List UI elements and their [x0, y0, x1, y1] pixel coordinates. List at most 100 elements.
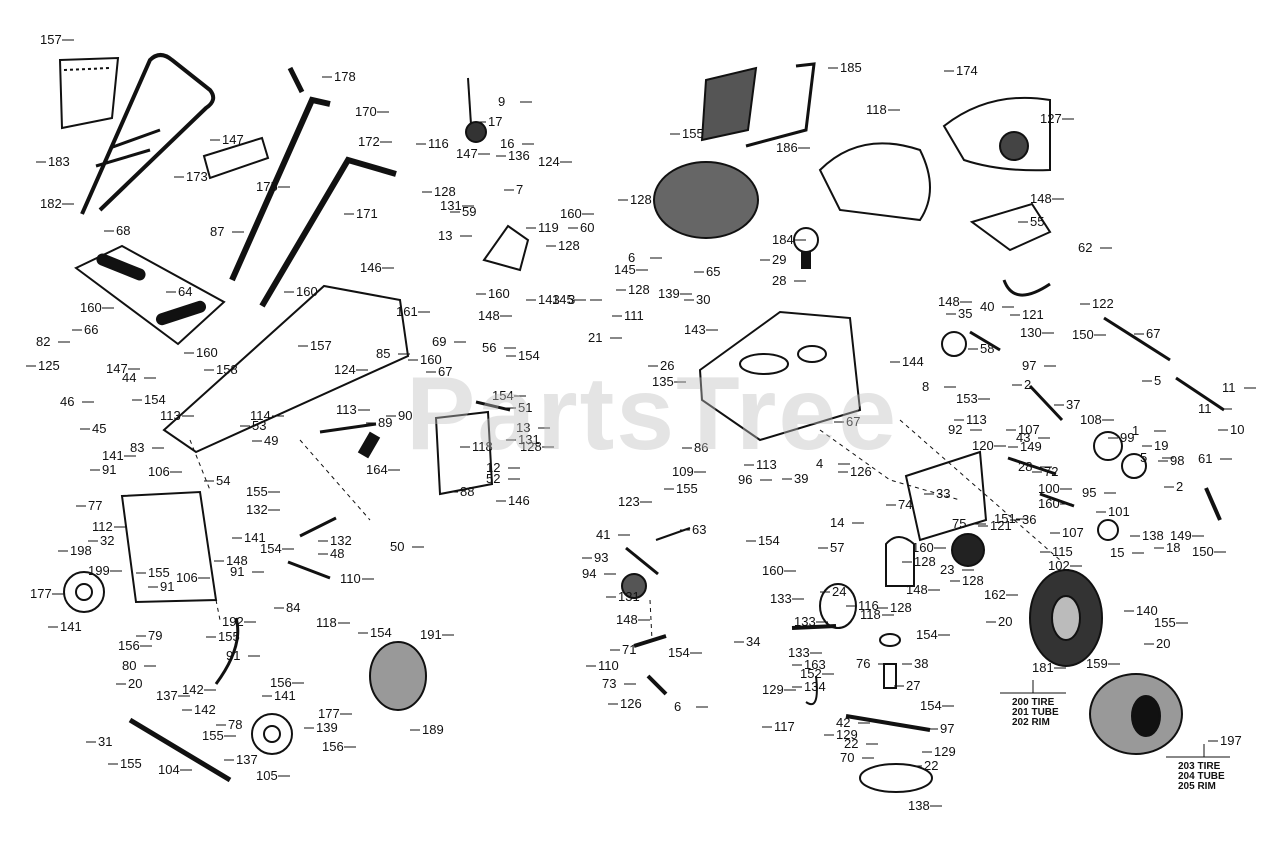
callout-label: 199 — [88, 563, 110, 578]
callout-label: 87 — [210, 224, 224, 239]
callout-label: 138 — [908, 798, 930, 813]
callout-label: 27 — [906, 678, 920, 693]
wheel-spec-right-line-2: 204 TUBE — [1178, 771, 1225, 782]
callout-label: 13 — [438, 228, 452, 243]
lever-59-shape — [482, 224, 530, 272]
callout-label: 152 — [800, 666, 822, 681]
sprocket-61-shape — [1204, 487, 1222, 521]
callout-label: 11 — [1222, 380, 1236, 395]
callout-label: 116 — [428, 136, 449, 151]
callout-label: 73 — [602, 676, 616, 691]
callout-label: 185 — [840, 60, 862, 75]
guide-1 — [189, 439, 211, 491]
callout-label: 181 — [1032, 660, 1054, 675]
link-163-shape — [791, 624, 837, 630]
callout-label: 109 — [672, 464, 694, 479]
callout-label: 9 — [498, 94, 505, 109]
callout-label: 113 — [336, 402, 357, 417]
callout-label: 128 — [630, 192, 652, 207]
wheel-spec-right: 203 TIRE 204 TUBE 205 RIM — [1166, 744, 1230, 792]
callout-label: 177 — [30, 586, 52, 601]
callout-label: 149 — [1020, 439, 1042, 454]
callout-label: 124 — [538, 154, 560, 169]
seat-spring-shape — [1002, 279, 1051, 297]
callout-label: 28 — [1018, 459, 1032, 474]
callout-label: 155 — [202, 728, 224, 743]
bracket-41-shape — [625, 546, 659, 576]
callout-label: 55 — [1030, 214, 1044, 229]
callout-label: 160 — [912, 540, 934, 555]
wheel-spec-left-line-3: 202 RIM — [1012, 717, 1050, 728]
callout-label: 28 — [772, 273, 786, 288]
callout-label: 137 — [236, 752, 258, 767]
callout-label: 118 — [316, 615, 337, 630]
rod-170-shape — [229, 96, 331, 282]
seat-65-shape — [942, 96, 1051, 172]
callout-label: 106 — [176, 570, 198, 585]
callout-label: 21 — [588, 330, 602, 345]
bracket-51-shape — [475, 400, 511, 412]
hub-19-shape — [1121, 453, 1147, 479]
callout-label: 146 — [360, 260, 382, 275]
callout-label: 174 — [956, 63, 978, 78]
rod-178-shape — [287, 66, 305, 94]
callout-label: 37 — [1066, 397, 1080, 412]
callout-label: 148 — [1030, 191, 1052, 206]
callout-label: 128 — [434, 184, 456, 199]
callout-label: 54 — [216, 473, 230, 488]
callout-label: 160 — [80, 300, 102, 315]
chassis-opening-1 — [739, 353, 789, 375]
callout-label: 70 — [840, 750, 854, 765]
callout-label: 99 — [1120, 430, 1134, 445]
callout-label: 160 — [420, 352, 442, 367]
callout-label: 155 — [1154, 615, 1176, 630]
callout-label: 67 — [1146, 326, 1160, 341]
callout-label: 145 — [552, 292, 574, 307]
callout-label: 96 — [738, 472, 752, 487]
callout-label: 69 — [432, 334, 446, 349]
callout-label: 67 — [846, 414, 860, 429]
callout-label: 197 — [1220, 733, 1242, 748]
callout-label: 113 — [160, 408, 181, 423]
callout-label: 155 — [246, 484, 268, 499]
callout-label: 115 — [1052, 544, 1073, 559]
callout-label: 1 — [1132, 423, 1139, 438]
footrest-shape — [74, 244, 226, 346]
callout-label: 139 — [316, 720, 338, 735]
wheel-spec-right-line-3: 205 RIM — [1178, 781, 1216, 792]
callout-label: 173 — [186, 169, 208, 184]
callout-label: 79 — [148, 628, 162, 643]
callout-label: 127 — [1040, 111, 1062, 126]
callout-label: 198 — [70, 543, 92, 558]
rear-wheel-181-rim — [1051, 595, 1081, 641]
clutch-24-shape — [885, 536, 915, 587]
callout-label: 141 — [244, 530, 266, 545]
guide-2 — [299, 439, 371, 521]
bracket-185-shape — [745, 62, 816, 148]
callout-label: 128 — [914, 554, 936, 569]
callout-label: 42 — [836, 715, 850, 730]
callout-label: 20 — [128, 676, 142, 691]
callout-label: 160 — [1038, 496, 1060, 511]
callout-label: 135 — [652, 374, 674, 389]
part-outlines — [58, 53, 1225, 793]
callout-label: 126 — [850, 464, 872, 479]
callout-label: 182 — [40, 196, 62, 211]
grass-bag-seam — [63, 67, 111, 71]
front-wheel-left-hub — [75, 583, 93, 601]
callout-label: 123 — [618, 494, 640, 509]
callout-label: 156 — [322, 739, 344, 754]
callout-label: 22 — [844, 736, 858, 751]
callout-label: 97 — [940, 721, 954, 736]
callout-label: 90 — [398, 408, 412, 423]
spring-164-shape — [357, 431, 381, 459]
callout-label: 36 — [1022, 512, 1036, 527]
callout-label: 113 — [756, 457, 777, 472]
callout-label: 148 — [938, 294, 960, 309]
cable-38-shape — [805, 675, 818, 706]
pulley-1-shape — [1093, 431, 1123, 461]
callout-label: 94 — [582, 566, 596, 581]
grass-bag-shape — [58, 56, 120, 130]
callout-label: 61 — [1198, 451, 1212, 466]
callout-label: 146 — [508, 493, 530, 508]
